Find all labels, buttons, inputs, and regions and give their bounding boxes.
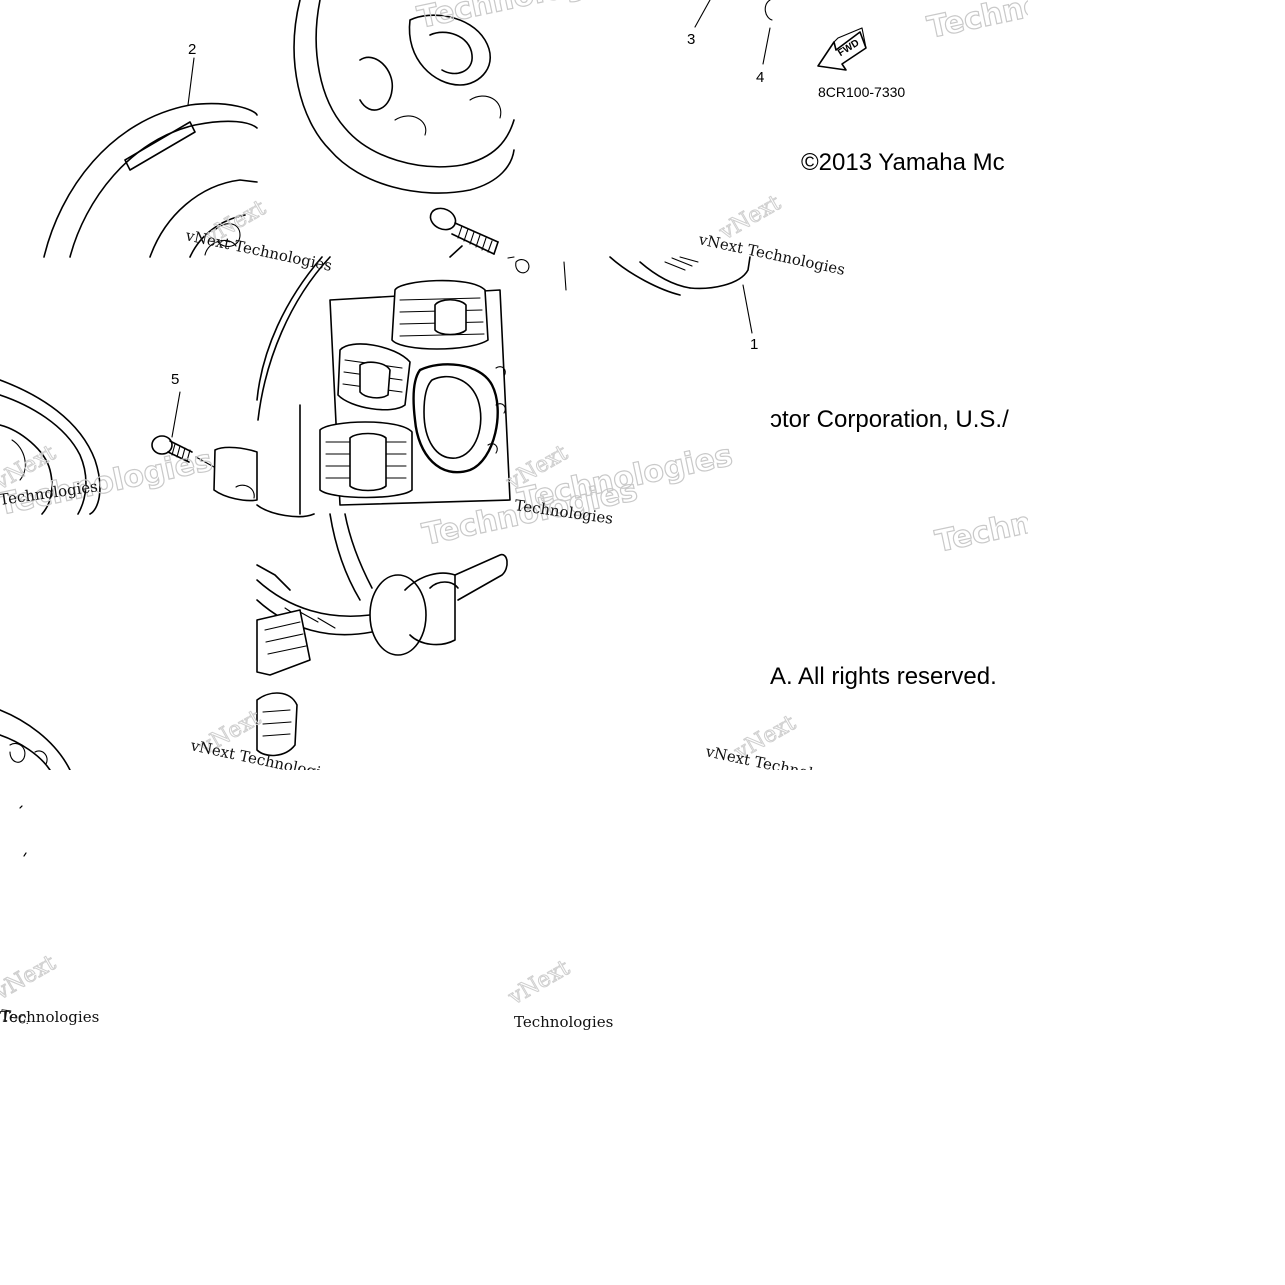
coil-block-top xyxy=(391,279,489,350)
grommet xyxy=(369,553,508,656)
watermark-line: vNext Technologies xyxy=(183,226,333,275)
callout-labels: 2 3 4 5 1 xyxy=(171,31,764,388)
wire-harness-drawing xyxy=(256,513,508,757)
flywheel-rotor-drawing xyxy=(43,57,258,258)
coil-block-bottom xyxy=(319,421,413,499)
copyright-notice: ©2013 Yamaha Mc ɔtor Corporation, U.S./ … xyxy=(770,149,1009,690)
watermark-word-small: Technologies xyxy=(514,1013,613,1031)
connector-block xyxy=(256,609,311,757)
rotor-body-drawing xyxy=(293,0,515,258)
bolt-5 xyxy=(151,435,193,463)
copyright-fragment-1: ©2013 Yamaha Mc xyxy=(801,149,1005,176)
top-right-annotations: FWD xyxy=(694,0,867,71)
watermark-word: Technologies xyxy=(414,0,635,36)
part-number: 8CR100-7330 xyxy=(818,84,905,100)
callout-4: 4 xyxy=(756,69,764,86)
callout-3: 3 xyxy=(687,31,695,48)
copyright-fragment-3: A. All rights reserved. xyxy=(770,663,997,690)
callout-2: 2 xyxy=(188,41,196,58)
pickup-coil-drawing xyxy=(515,256,753,334)
stator-coil-drawing xyxy=(256,256,515,518)
coil-block-left xyxy=(337,343,411,411)
watermark-line: vNext Technologies xyxy=(696,230,846,279)
rotor-piece-drawing xyxy=(0,379,258,515)
bolt-upper xyxy=(429,207,499,255)
callout-1: 1 xyxy=(750,336,758,353)
callout-5: 5 xyxy=(171,371,179,388)
watermark-word-small: Technologies xyxy=(0,1008,99,1026)
fwd-arrow-icon: FWD xyxy=(817,27,867,71)
lower-tile-marks xyxy=(19,805,27,857)
copyright-fragment-2: ɔtor Corporation, U.S./ xyxy=(770,406,1009,433)
